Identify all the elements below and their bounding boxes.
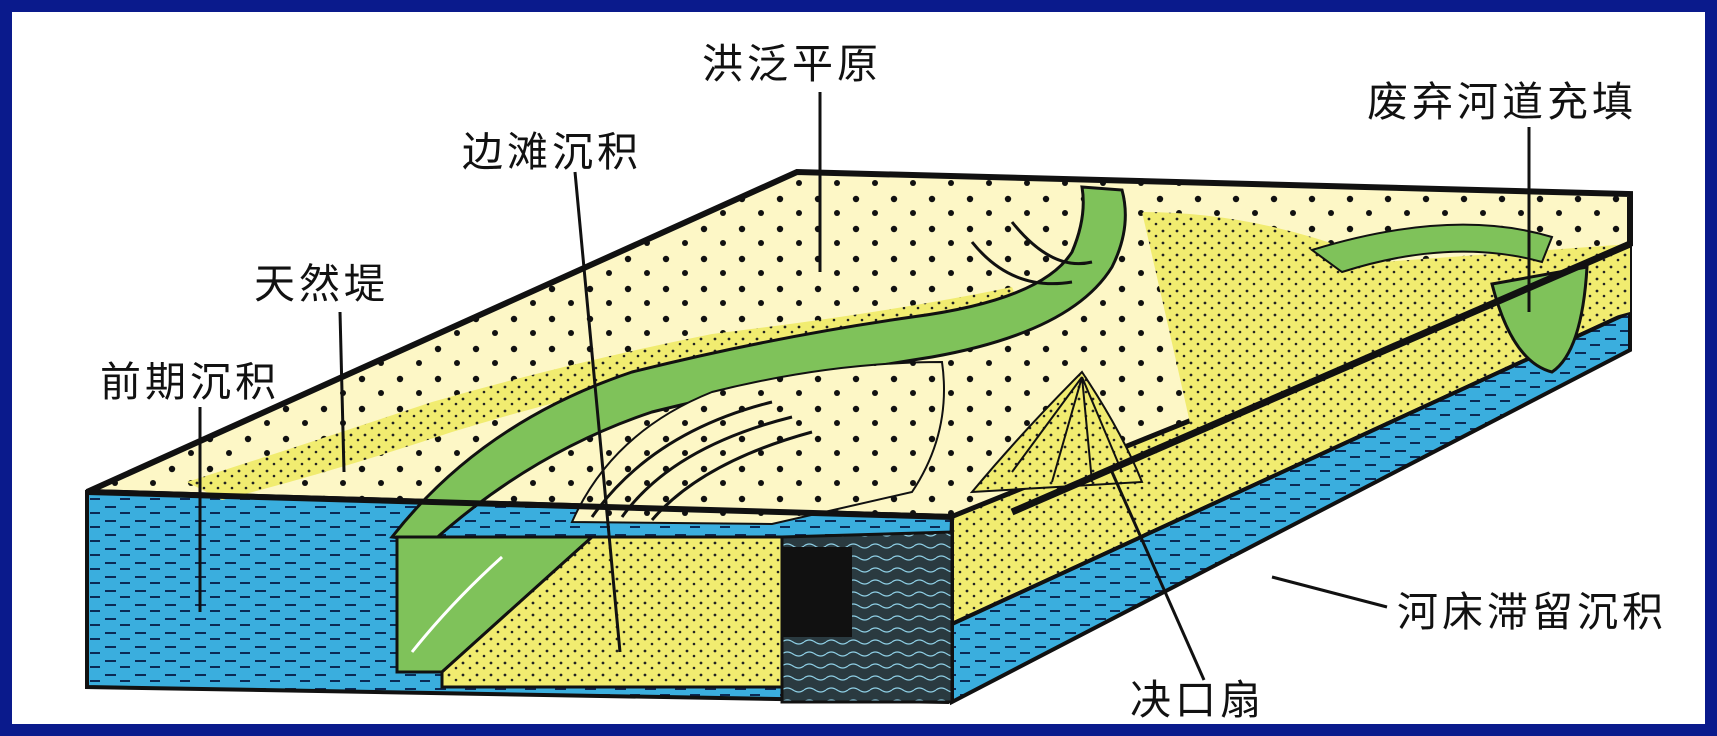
- label-flood-plain: 洪泛平原: [702, 44, 882, 85]
- label-earlier-deposits: 前期沉积: [100, 362, 280, 403]
- leader-channel-lag: [1272, 577, 1387, 607]
- label-natural-levee: 天然堤: [254, 264, 389, 305]
- label-point-bar: 边滩沉积: [462, 132, 642, 173]
- label-abandoned-channel-fill: 废弃河道充填: [1367, 82, 1637, 123]
- diagram-canvas: 洪泛平原 边滩沉积 废弃河道充填 天然堤 前期沉积 河床滞留沉积 决口扇: [12, 12, 1705, 724]
- label-channel-lag: 河床滞留沉积: [1397, 592, 1667, 633]
- label-crevasse-splay: 决口扇: [1130, 680, 1265, 721]
